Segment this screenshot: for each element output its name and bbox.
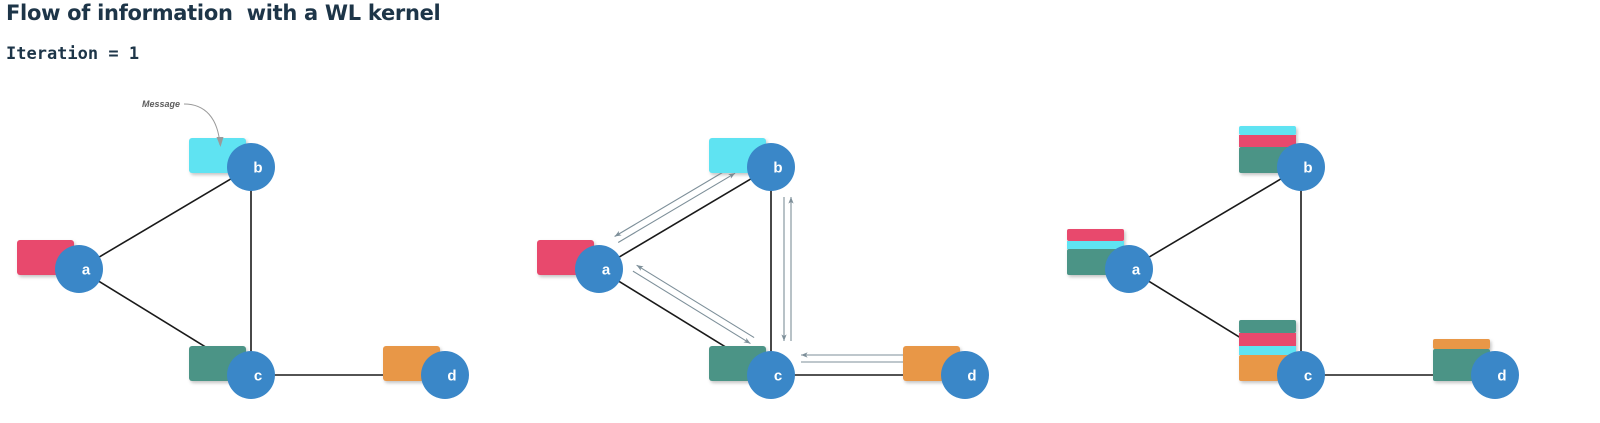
- node-circle-a[interactable]: [575, 245, 623, 293]
- nodes-layer: a b c d: [17, 138, 469, 399]
- graph-node-d[interactable]: d: [903, 346, 989, 399]
- graph-node-c[interactable]: c: [189, 346, 275, 399]
- node-label-d: d: [447, 368, 456, 385]
- node-circle-c[interactable]: [1277, 351, 1325, 399]
- node-label-b: b: [1303, 160, 1312, 177]
- node-circle-d[interactable]: [941, 351, 989, 399]
- node-circle-b[interactable]: [227, 143, 275, 191]
- messages-layer: [614, 166, 931, 365]
- graph-svg: a b c d: [537, 138, 989, 399]
- graph-node-b[interactable]: b: [189, 138, 275, 191]
- node-label-c: c: [774, 368, 782, 385]
- graph-node-b[interactable]: b: [1239, 126, 1325, 191]
- graph-node-c[interactable]: c: [1239, 320, 1325, 399]
- node-circle-c[interactable]: [227, 351, 275, 399]
- label-band: [1067, 229, 1124, 241]
- edge-a-b: [1147, 177, 1283, 259]
- graph-node-a[interactable]: a: [537, 240, 623, 293]
- message-arrow-backward: [614, 166, 732, 237]
- graph-svg: a b c d: [1067, 126, 1519, 399]
- graph-node-a[interactable]: a: [17, 240, 103, 293]
- message-arrow-backward: [636, 264, 755, 339]
- node-label-c: c: [1304, 368, 1312, 385]
- node-label-stack-c: [1239, 320, 1296, 381]
- label-band: [1239, 346, 1296, 355]
- message-arrows-a-b: [614, 166, 736, 243]
- node-label-a: a: [602, 262, 611, 279]
- node-circle-c[interactable]: [747, 351, 795, 399]
- graph-svg: a b c d Message: [17, 99, 469, 399]
- node-circle-a[interactable]: [1105, 245, 1153, 293]
- annotation-arrowhead: [216, 137, 224, 147]
- node-circle-d[interactable]: [1471, 351, 1519, 399]
- message-arrows-a-c: [632, 264, 755, 345]
- node-circle-b[interactable]: [1277, 143, 1325, 191]
- node-label-d: d: [1497, 368, 1506, 385]
- message-arrow-forward: [617, 172, 736, 243]
- graph-panel-message-passing: a b c d: [520, 85, 1040, 423]
- nodes-layer: a b c d: [537, 138, 989, 399]
- graph-node-c[interactable]: c: [709, 346, 795, 399]
- edge-a-b: [97, 177, 233, 259]
- graph-panel-aggregated-labels: a b c d: [1050, 85, 1570, 423]
- node-label-b: b: [253, 160, 262, 177]
- message-arrow-forward: [632, 270, 751, 345]
- label-band: [1239, 135, 1296, 147]
- node-label-c: c: [254, 368, 262, 385]
- label-band: [1067, 241, 1124, 249]
- node-label-a: a: [1132, 262, 1141, 279]
- node-label-b: b: [773, 160, 782, 177]
- label-band: [1239, 333, 1296, 346]
- edges-layer: [617, 177, 943, 376]
- message-annotation: Message: [142, 99, 224, 147]
- graph-panel-initial-labels: a b c d Message: [0, 85, 520, 423]
- message-arrows-b-c: [781, 197, 794, 341]
- graph-node-b[interactable]: b: [709, 138, 795, 191]
- graph-node-d[interactable]: d: [1433, 339, 1519, 399]
- node-label-a: a: [82, 262, 91, 279]
- label-band: [1433, 339, 1490, 349]
- iteration-subtitle: Iteration = 1: [6, 44, 140, 64]
- node-circle-a[interactable]: [55, 245, 103, 293]
- label-band: [1239, 126, 1296, 135]
- graph-node-a[interactable]: a: [1067, 229, 1153, 293]
- edge-a-b: [617, 177, 753, 259]
- graph-node-d[interactable]: d: [383, 346, 469, 399]
- label-band: [1239, 320, 1296, 333]
- node-circle-b[interactable]: [747, 143, 795, 191]
- node-circle-d[interactable]: [421, 351, 469, 399]
- annotation-label: Message: [142, 99, 180, 109]
- node-label-d: d: [967, 368, 976, 385]
- edges-layer: [1147, 177, 1473, 376]
- page-title: Flow of information with a WL kernel: [6, 1, 441, 25]
- nodes-layer: a b c d: [1067, 126, 1519, 399]
- edges-layer: [97, 177, 423, 376]
